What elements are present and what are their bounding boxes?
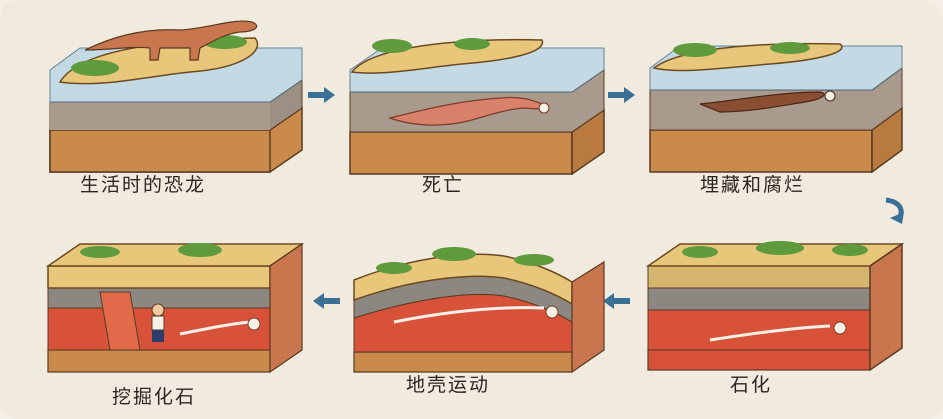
left-arrow-icon — [313, 293, 340, 309]
panel-living-dinosaur: 生活时的恐龙 — [40, 10, 330, 196]
right-arrow-icon — [608, 87, 635, 103]
step-label: 死亡 — [422, 174, 465, 196]
panel-excavation: 挖掘化石 — [40, 222, 330, 408]
right-arrow-icon — [308, 87, 335, 103]
step-label: 挖掘化石 — [112, 386, 197, 408]
panel-death: 死亡 — [342, 10, 632, 196]
step-label: 石化 — [730, 374, 773, 396]
step-label: 埋藏和腐烂 — [700, 174, 806, 196]
down-right-arrow-icon — [885, 197, 904, 224]
step-label: 生活时的恐龙 — [80, 174, 207, 196]
panel-crustal-movement: 地壳运动 — [344, 222, 634, 396]
step-label: 地壳运动 — [406, 374, 491, 396]
panel-burial-decay: 埋藏和腐烂 — [640, 8, 930, 196]
panel-fossilization: 石化 — [640, 222, 930, 396]
left-arrow-icon — [603, 293, 630, 309]
